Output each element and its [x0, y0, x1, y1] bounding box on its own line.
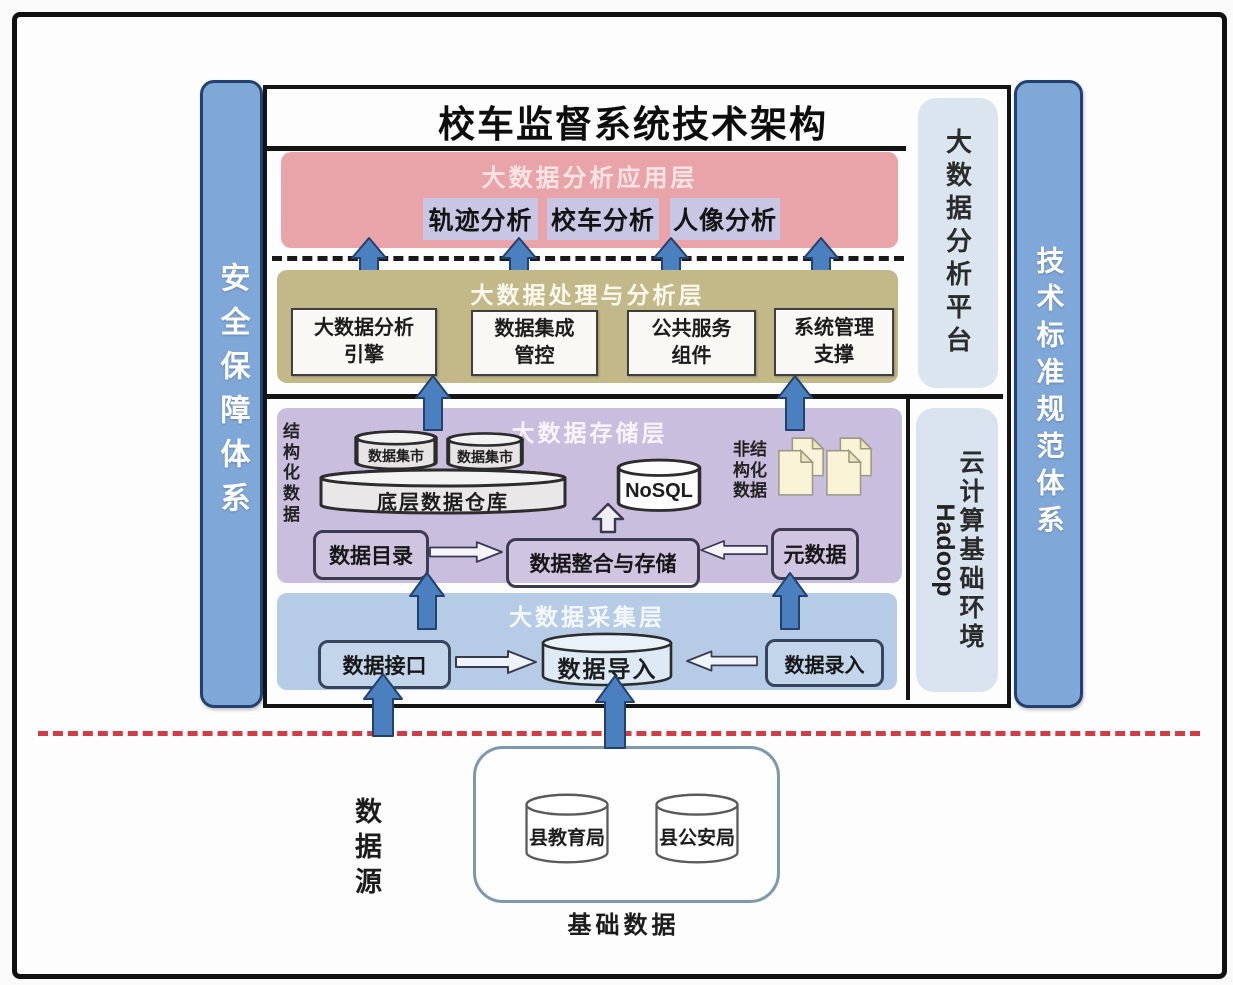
data-import-label: 数据导入 [557, 656, 658, 682]
up-arrow-icon [409, 572, 445, 630]
data-mart-cylinder: 数据集市 [353, 430, 439, 472]
hollow-up-arrow-icon [591, 502, 625, 534]
processing-layer-title: 大数据处理与分析层 [470, 282, 705, 308]
section-divider-line [263, 394, 1003, 399]
data-warehouse-label: 底层数据仓库 [377, 492, 509, 514]
up-arrow-icon [363, 673, 403, 737]
data-mart-label: 数据集市 [368, 448, 424, 464]
data-warehouse-cylinder: 底层数据仓库 [318, 468, 568, 516]
collection-layer-title: 大数据采集层 [509, 604, 665, 630]
cloud-env-side-label: Hadoop 云计算基础环境 [916, 408, 998, 692]
application-layer: 大数据分析应用层 轨迹分析 校车分析 人像分析 [281, 152, 898, 248]
diagram-title: 校车监督系统技术架构 [438, 104, 828, 145]
cloud-env-label: 云计算基础环境 [956, 448, 984, 652]
system-management-box: 系统管理 支撑 [774, 308, 894, 376]
title-divider-line [266, 146, 906, 151]
schoolbus-analysis-box: 校车分析 [547, 198, 659, 240]
trajectory-analysis-box: 轨迹分析 [423, 198, 538, 240]
hollow-left-arrow-icon [686, 650, 758, 672]
up-arrow-icon [595, 675, 635, 749]
tech-standard-pillar: 技术标准规范体系 [1014, 80, 1083, 708]
data-mart-label: 数据集市 [457, 449, 513, 465]
up-arrow-icon [777, 375, 813, 431]
security-assurance-label: 安全保障体系 [215, 262, 249, 526]
nosql-label: NoSQL [625, 480, 693, 502]
analysis-engine-box: 大数据分析 引擎 [291, 308, 437, 376]
hollow-left-arrow-icon [700, 540, 768, 560]
education-bureau-label: 县教育局 [528, 828, 605, 849]
portrait-analysis-box: 人像分析 [670, 198, 780, 240]
data-integration-control-box: 数据集成 管控 [471, 310, 598, 376]
application-layer-title: 大数据分析应用层 [481, 165, 698, 192]
tech-standard-label: 技术标准规范体系 [1033, 246, 1065, 542]
base-data-caption: 基础数据 [567, 912, 680, 939]
data-mart-cylinder: 数据集市 [445, 432, 525, 472]
education-bureau-cylinder: 县教育局 [523, 793, 611, 865]
storage-layer-title: 大数据存储层 [511, 420, 668, 446]
hadoop-label: Hadoop [931, 503, 959, 597]
documents-icon [778, 436, 825, 496]
public-security-bureau-label: 县公安局 [658, 828, 735, 849]
unstructured-data-label: 非结构化数据 [733, 440, 767, 501]
hollow-right-arrow-icon [429, 541, 503, 563]
datasource-box: 县教育局 县公安局 [473, 746, 780, 903]
platform-side-label-text: 大数据分析平台 [942, 127, 973, 359]
datasource-label: 数据源 [355, 797, 382, 898]
public-service-component-box: 公共服务 组件 [627, 310, 756, 376]
label-column-divider-line [906, 394, 910, 700]
data-entry-box: 数据录入 [765, 639, 884, 687]
data-catalog-box: 数据目录 [313, 530, 429, 580]
storage-layer: 大数据存储层 结构化数据 数据集市 数据集市 底层数据仓库 NoSQL 非结构化… [277, 408, 902, 588]
hollow-right-arrow-icon [455, 650, 537, 674]
up-arrow-icon [772, 572, 808, 630]
processing-layer: 大数据处理与分析层 大数据分析 引擎 数据集成 管控 公共服务 组件 系统管理 … [277, 270, 898, 383]
public-security-bureau-cylinder: 县公安局 [653, 793, 741, 865]
platform-side-label: 大数据分析平台 [918, 98, 998, 388]
data-integration-storage-box: 数据整合与存储 [506, 538, 700, 588]
security-assurance-pillar: 安全保障体系 [200, 80, 263, 708]
metadata-box: 元数据 [771, 528, 859, 580]
nosql-cylinder: NoSQL [615, 458, 703, 514]
up-arrow-icon [415, 375, 451, 431]
app-processing-dashed-line [272, 256, 904, 261]
structured-data-label: 结构化数据 [283, 422, 300, 524]
documents-icon [826, 436, 873, 496]
data-import-cylinder: 数据导入 [540, 632, 675, 688]
collection-layer: 大数据采集层 数据接口 数据导入 数据录入 [277, 593, 897, 690]
